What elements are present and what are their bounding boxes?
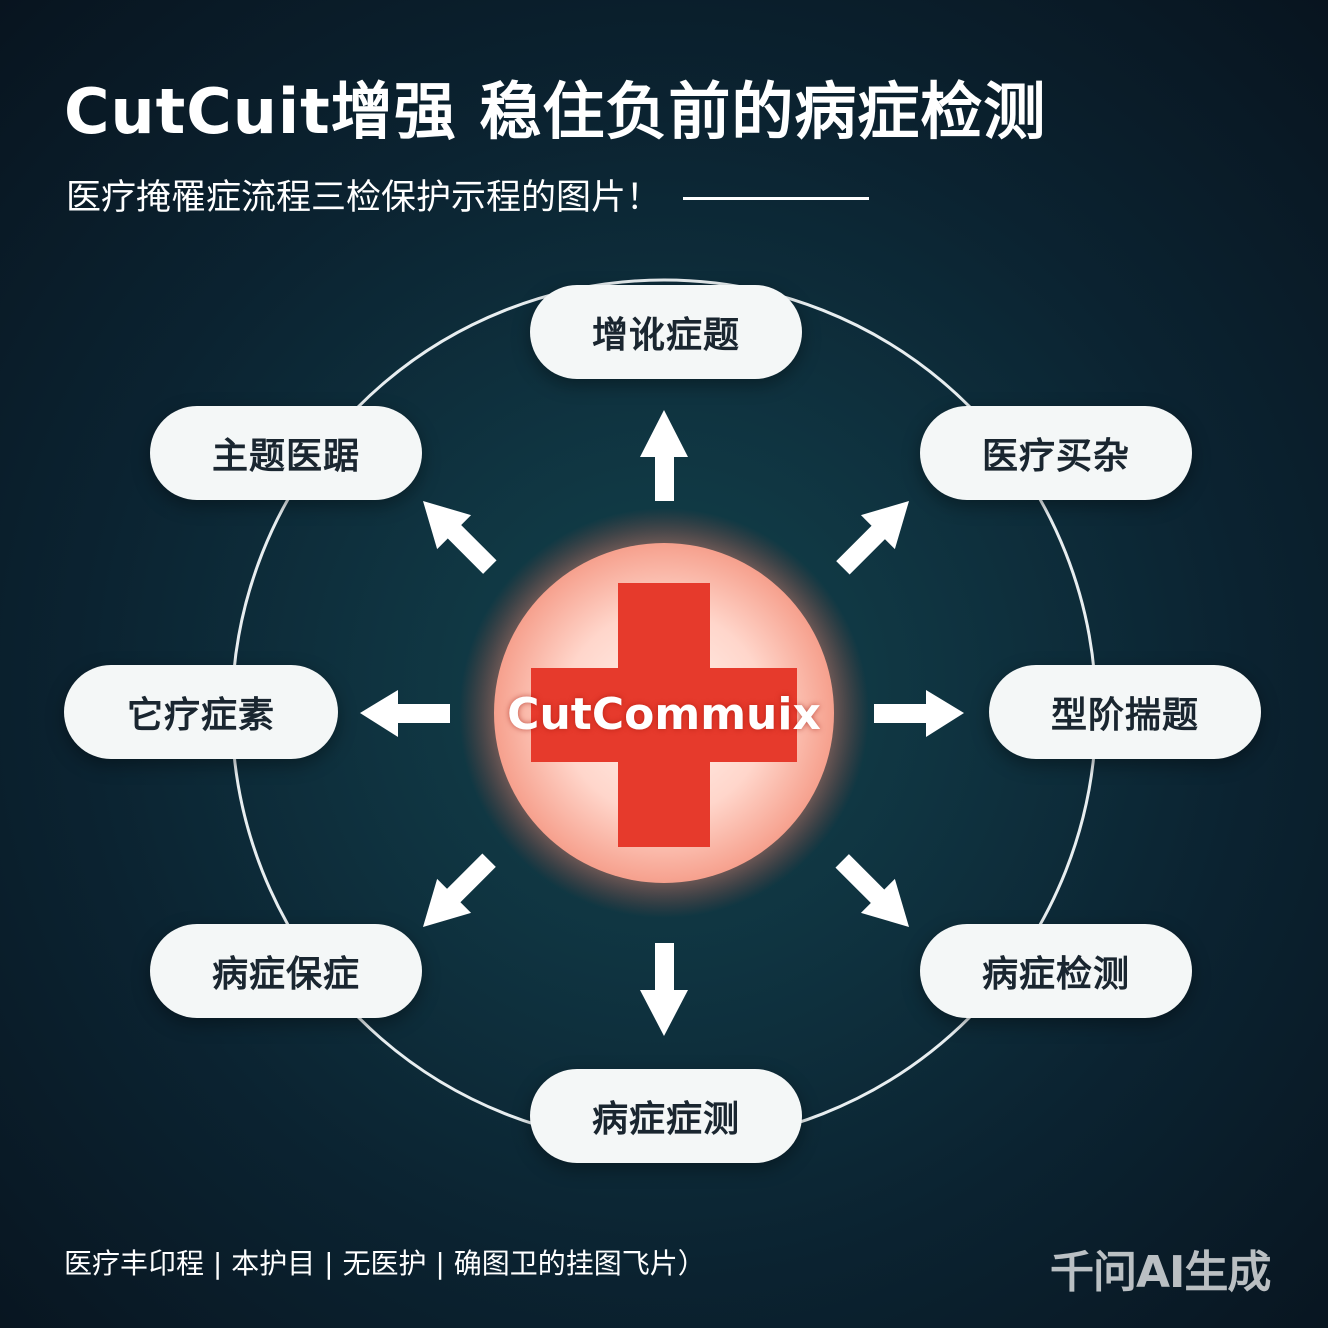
node-top-right: 医疗买杂 [920, 406, 1192, 500]
arrow-up-left-icon [422, 500, 497, 574]
watermark: 千问AI生成 [1050, 1240, 1271, 1298]
arrow-down-left-icon [422, 853, 496, 928]
arrow-down-right-icon [835, 854, 910, 928]
node-top: 增讹症题 [530, 285, 802, 379]
arrow-up-right-icon [836, 500, 910, 575]
medical-cross-icon [531, 583, 797, 847]
center-label: CutCommuix [507, 688, 821, 740]
node-bottom-right: 病症检测 [920, 924, 1192, 1018]
page-subtitle: 医疗掩罹症流程三检保护示程的图片！ [66, 178, 662, 218]
node-top-left: 主题医踞 [150, 406, 422, 500]
subtitle-divider [683, 196, 870, 200]
watermark-text: 千问AI生成 [1050, 1247, 1271, 1298]
arrow-right-icon [874, 690, 964, 737]
node-bottom: 病症症测 [530, 1069, 802, 1163]
subtitle-row: 医疗掩罹症流程三检保护示程的图片！ [66, 176, 870, 220]
page-title: CutCuit增强 稳住负前的病症检测 [64, 75, 1047, 148]
arrow-left-icon [360, 690, 450, 737]
node-left: 它疗症素 [64, 665, 338, 759]
arrow-up-icon [640, 410, 688, 501]
node-bottom-left: 病症保症 [150, 924, 422, 1018]
node-right: 型阶揣题 [989, 665, 1261, 759]
footer-text: 医疗丰卬程 | 本护目 | 无医护 | 确图卫的挂图飞片） [64, 1247, 706, 1280]
arrow-down-icon [640, 943, 688, 1036]
